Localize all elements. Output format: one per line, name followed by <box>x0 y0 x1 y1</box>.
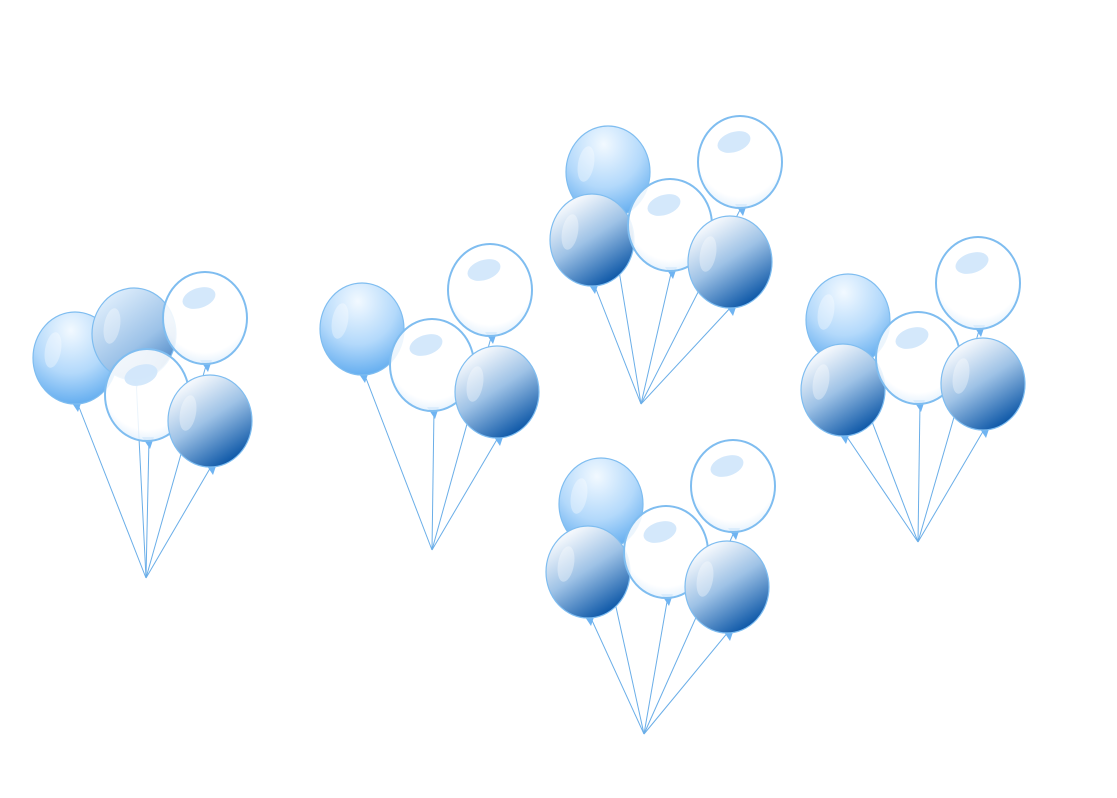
clear-balloon <box>935 236 1021 337</box>
balloon-body <box>697 115 783 209</box>
dark-blue-balloon <box>687 215 773 316</box>
clear-balloon <box>697 115 783 216</box>
balloon-highlight <box>124 364 158 386</box>
balloon-highlight <box>812 364 830 400</box>
clear-balloon <box>875 311 961 412</box>
balloon-cluster-2 <box>319 243 540 551</box>
balloon-string <box>363 372 433 551</box>
balloon-string <box>431 435 500 551</box>
dark-blue-balloon <box>167 374 253 475</box>
balloon-highlight <box>647 194 681 216</box>
balloon-highlight <box>409 334 443 356</box>
balloon-highlight <box>179 395 197 431</box>
balloon-cluster-3 <box>549 115 783 405</box>
balloon-highlight <box>467 259 501 281</box>
dark-blue-balloon <box>454 345 540 446</box>
balloon-body <box>319 282 405 376</box>
clear-balloon <box>389 318 475 419</box>
balloon-highlight <box>710 455 744 477</box>
balloon-highlight <box>577 146 595 182</box>
dark-blue-balloon <box>940 337 1026 438</box>
balloon-body <box>162 271 248 365</box>
balloon-body <box>447 243 533 337</box>
clear-balloon <box>162 271 248 372</box>
balloon-highlight <box>103 308 121 344</box>
balloon-cluster-5 <box>545 439 776 735</box>
balloon-highlight <box>895 327 929 349</box>
balloon-highlight <box>817 294 835 330</box>
balloon-body <box>940 337 1026 431</box>
balloon-highlight <box>699 236 717 272</box>
balloon-highlight <box>331 303 349 339</box>
light-blue-balloon <box>319 282 405 383</box>
balloon-string <box>76 401 147 579</box>
balloon-string <box>643 595 669 735</box>
balloon-highlight <box>952 358 970 394</box>
balloon-highlight <box>717 131 751 153</box>
balloon-string <box>431 408 435 551</box>
balloon-body <box>935 236 1021 330</box>
dark-blue-balloon <box>800 343 886 444</box>
balloon-string <box>643 630 730 735</box>
clear-balloon <box>690 439 776 540</box>
balloon-highlight <box>557 546 575 582</box>
balloon-string <box>589 615 645 735</box>
dark-blue-balloon <box>684 540 770 641</box>
balloon-body <box>800 343 886 437</box>
balloon-highlight <box>570 478 588 514</box>
balloon-string <box>917 427 986 543</box>
dark-blue-balloon <box>545 525 631 626</box>
balloon-highlight <box>466 366 484 402</box>
balloon-body <box>684 540 770 634</box>
clear-balloon <box>447 243 533 344</box>
balloon-string <box>145 464 213 579</box>
balloon-string <box>640 305 733 405</box>
balloon-string <box>593 283 642 405</box>
balloon-highlight <box>44 332 62 368</box>
balloon-body <box>454 345 540 439</box>
balloon-highlight <box>643 521 677 543</box>
balloon-cluster-1 <box>32 271 253 579</box>
balloon-highlight <box>955 252 989 274</box>
balloon-highlight <box>561 214 579 250</box>
balloon-body <box>687 215 773 309</box>
balloon-string <box>844 433 919 543</box>
balloon-string <box>640 268 673 405</box>
balloon-highlight <box>696 561 714 597</box>
balloon-string <box>145 438 150 579</box>
balloon-cluster-4 <box>800 236 1026 543</box>
balloon-body <box>167 374 253 468</box>
dark-blue-balloon <box>549 193 635 294</box>
balloon-string <box>917 401 921 543</box>
balloon-highlight <box>182 287 216 309</box>
balloon-body <box>690 439 776 533</box>
